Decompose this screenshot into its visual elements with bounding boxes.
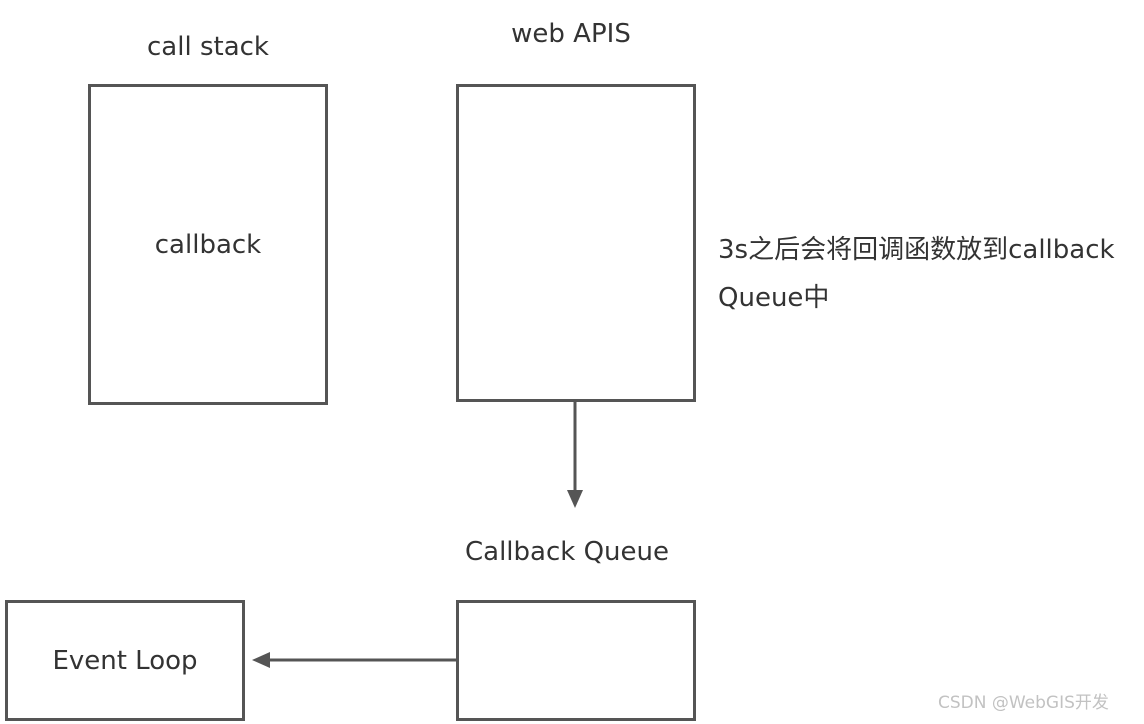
call-stack-box <box>88 84 328 405</box>
event-loop-label: Event Loop <box>52 646 198 676</box>
arrow-down-head <box>567 490 583 508</box>
arrow-left-head <box>252 652 270 668</box>
call-stack-title: call stack <box>147 32 269 62</box>
event-loop-box <box>5 600 245 721</box>
web-apis-to-queue-arrow <box>567 402 583 508</box>
callback-queue-box <box>456 600 696 721</box>
timer-note: 3s之后会将回调函数放到callback Queue中 <box>718 226 1115 322</box>
timer-note-line-1: 3s之后会将回调函数放到callback <box>718 235 1115 265</box>
timer-note-line-2: Queue中 <box>718 283 830 313</box>
web-apis-box <box>456 84 696 402</box>
queue-to-event-loop-arrow <box>252 652 456 668</box>
web-apis-title: web APIS <box>511 19 631 49</box>
watermark-text: CSDN @WebGIS开发 <box>938 693 1109 713</box>
call-stack-callback-label: callback <box>154 230 262 260</box>
callback-queue-title: Callback Queue <box>464 537 669 567</box>
